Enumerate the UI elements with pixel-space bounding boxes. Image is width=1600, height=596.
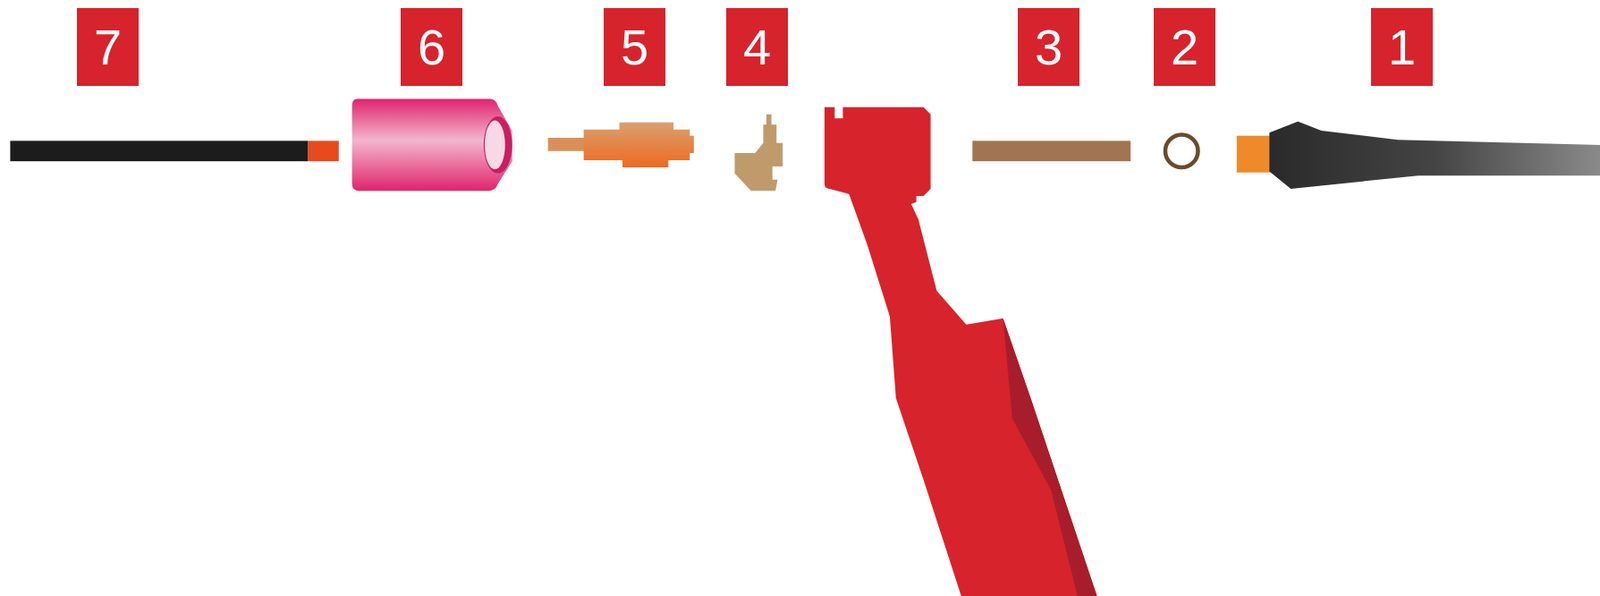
callout-number: 4: [726, 8, 788, 86]
collet-body: [548, 122, 695, 168]
back-cap: [1236, 121, 1600, 189]
callout-number: 2: [1153, 8, 1216, 86]
collet: [734, 114, 783, 192]
ceramic-cup: [352, 99, 513, 192]
insulator-rod: [972, 140, 1131, 161]
electrode: [9, 140, 339, 161]
callout-number: 7: [76, 8, 139, 86]
callout-number: 3: [1017, 8, 1080, 86]
callout-number: 6: [400, 8, 463, 86]
callout-number: 1: [1371, 8, 1433, 86]
torch-body: [824, 107, 1098, 596]
o-ring: [1165, 135, 1199, 168]
callout-number: 5: [603, 8, 666, 86]
